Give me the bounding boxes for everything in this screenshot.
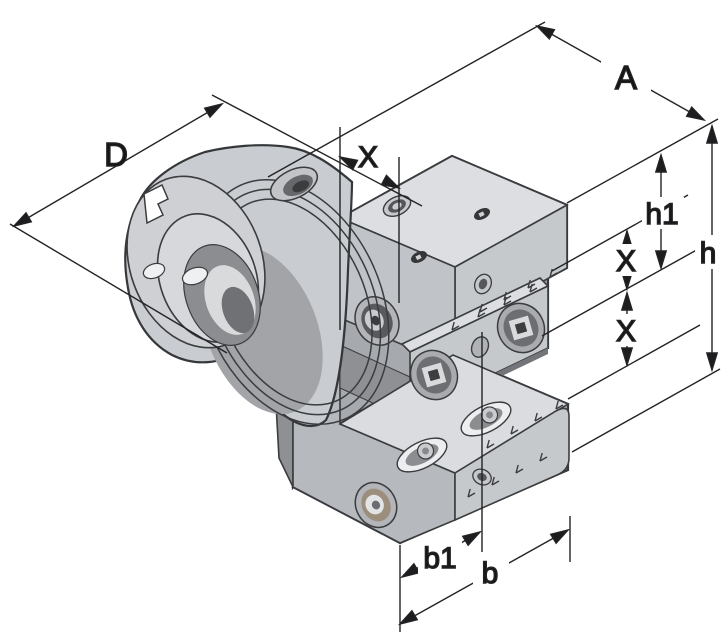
right-face-hole bbox=[473, 273, 493, 295]
flange-top-hole bbox=[269, 166, 319, 202]
ext-line-e4 bbox=[567, 324, 701, 400]
coolant-hole bbox=[470, 336, 490, 358]
dim-label-a: A bbox=[615, 59, 637, 96]
dim-label-x-top: X bbox=[358, 141, 378, 174]
top-face-threaded-hole bbox=[382, 195, 412, 217]
dim-label-x-lower: X bbox=[616, 315, 636, 348]
dimension-x-top bbox=[211, 94, 423, 207]
dim-label-x-upper: X bbox=[616, 245, 636, 278]
clamp-counterbore-lower bbox=[354, 481, 398, 529]
drive-slot bbox=[181, 266, 209, 286]
dimension-system: A D X h1 h X X b1 b bbox=[9, 20, 722, 632]
dim-label-d: D bbox=[104, 136, 128, 173]
dim-label-b: b bbox=[482, 557, 499, 590]
shank-bore-core bbox=[221, 286, 255, 334]
ext-line-e5 bbox=[571, 368, 721, 453]
drive-slot bbox=[142, 262, 166, 280]
dim-label-b1: b1 bbox=[423, 542, 456, 575]
ext-line-e1 bbox=[566, 118, 719, 204]
oval-slot-right bbox=[460, 401, 512, 437]
bottom-slab-front-face bbox=[454, 407, 570, 522]
ext-line-e3 bbox=[541, 246, 703, 337]
clamp-screw-right bbox=[496, 302, 546, 354]
top-face-hole bbox=[411, 251, 427, 263]
dimension-d bbox=[10, 98, 226, 232]
clamp-counterbore-upper bbox=[354, 296, 400, 346]
top-face-hole bbox=[474, 208, 490, 220]
ext-line-a-left bbox=[267, 21, 546, 178]
dim-label-h: h bbox=[700, 237, 717, 270]
hsk-shank bbox=[124, 144, 390, 428]
keyway-notch bbox=[143, 183, 169, 225]
label-backplates bbox=[418, 57, 722, 589]
oval-slot-left bbox=[396, 437, 448, 473]
clamp-screw-left bbox=[409, 349, 459, 401]
dim-label-h1: h1 bbox=[645, 198, 678, 231]
ext-line-d-lower bbox=[9, 223, 228, 354]
